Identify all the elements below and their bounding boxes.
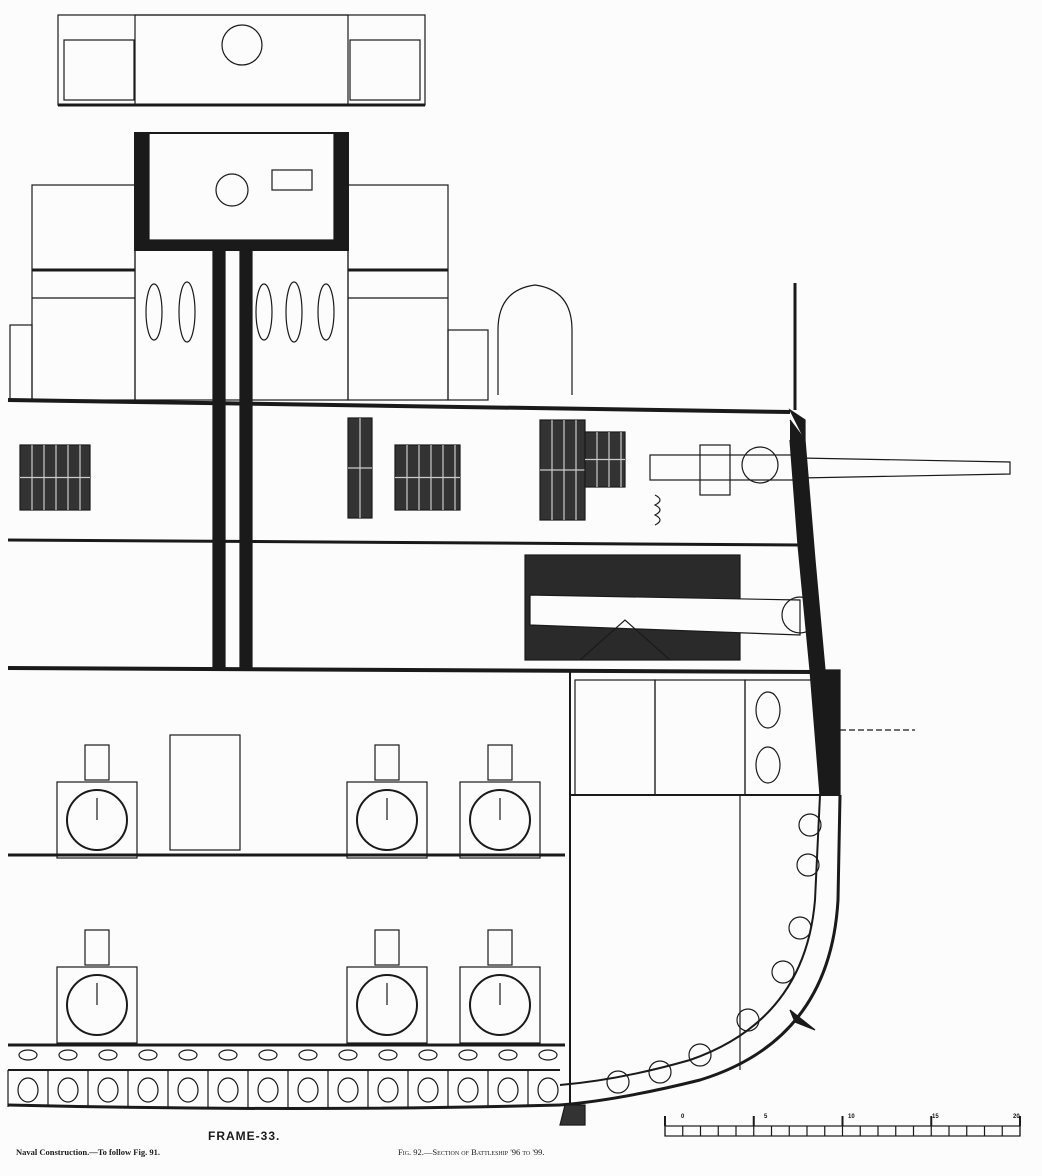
lightening-hole	[771, 960, 795, 984]
lightening-hole	[418, 1049, 438, 1061]
mast	[788, 283, 806, 441]
lightening-hole	[18, 1049, 38, 1061]
compartments	[169, 672, 821, 1105]
lightening-hole	[17, 1077, 39, 1103]
boiler-casing	[346, 966, 428, 1044]
frame-label: FRAME-33.	[208, 1129, 281, 1143]
scale-tick-label: 5	[764, 1114, 768, 1120]
lightening-hole	[98, 1049, 118, 1061]
boiler-casing	[346, 781, 428, 859]
boiler	[66, 789, 128, 851]
lightening-hole	[298, 1049, 318, 1061]
lightening-hole	[338, 1049, 358, 1061]
boiler	[356, 974, 418, 1036]
lightening-hole	[796, 853, 820, 877]
boiler-casing	[56, 781, 138, 859]
lightening-hole	[497, 1077, 519, 1103]
lightening-hole	[538, 1049, 558, 1061]
bilge-lightening-holes	[606, 813, 822, 1094]
boiler-uptake	[374, 744, 400, 781]
conning-tower	[134, 132, 349, 251]
side-armor	[789, 419, 915, 796]
scale-tick-label: 10	[848, 1114, 855, 1120]
lightening-hole	[217, 1077, 239, 1103]
lightening-hole	[337, 1077, 359, 1103]
communication-tube	[134, 249, 349, 671]
lightening-hole	[178, 1049, 198, 1061]
boilers	[56, 744, 541, 1044]
lightening-hole	[138, 1049, 158, 1061]
lightening-hole	[218, 1049, 238, 1061]
decks	[7, 398, 840, 1047]
scale-tick-label: 15	[932, 1114, 939, 1120]
upper-gun	[649, 444, 1011, 526]
lightening-hole	[458, 1049, 478, 1061]
boiler-uptake	[84, 744, 110, 781]
boiler-casing	[459, 781, 541, 859]
lightening-hole	[788, 916, 812, 940]
lightening-hole	[258, 1049, 278, 1061]
boiler-uptake	[374, 929, 400, 966]
lightening-hole	[798, 813, 822, 837]
lightening-hole	[736, 1008, 760, 1032]
lightening-hole	[498, 1049, 518, 1061]
casemate-gun	[524, 554, 819, 661]
hull-bilge	[7, 794, 842, 1126]
lightening-hole	[648, 1060, 672, 1084]
scale-bar	[664, 1116, 1021, 1137]
lightening-hole	[457, 1077, 479, 1103]
boiler	[469, 789, 531, 851]
caption-left: Naval Construction.—To follow Fig. 91.	[16, 1147, 160, 1157]
scale-tick-label: 20	[1013, 1114, 1020, 1120]
boiler-casing	[459, 966, 541, 1044]
pilot-house	[57, 14, 426, 107]
lightening-hole	[377, 1077, 399, 1103]
boiler	[469, 974, 531, 1036]
lightening-hole	[137, 1077, 159, 1103]
lightening-hole	[297, 1077, 319, 1103]
superstructure	[9, 184, 573, 401]
lightening-hole	[417, 1077, 439, 1103]
figure-caption: Fig. 92.—Section of Battleship '96 to '9…	[398, 1147, 545, 1157]
boiler-uptake	[84, 929, 110, 966]
boiler-uptake	[487, 744, 513, 781]
boiler-casing	[56, 966, 138, 1044]
lightening-hole	[688, 1043, 712, 1067]
lightening-hole	[97, 1077, 119, 1103]
double-bottom-cells	[7, 1049, 559, 1107]
lightening-hole	[537, 1077, 559, 1103]
lightening-hole	[257, 1077, 279, 1103]
boiler	[356, 789, 418, 851]
boiler	[66, 974, 128, 1036]
lightening-hole	[177, 1077, 199, 1103]
lightening-hole	[378, 1049, 398, 1061]
lightening-hole	[57, 1077, 79, 1103]
ventilation-grilles	[19, 417, 626, 521]
lightening-hole	[606, 1070, 630, 1094]
lightening-hole	[58, 1049, 78, 1061]
scale-tick-label: 0	[681, 1114, 685, 1120]
boiler-uptake	[487, 929, 513, 966]
